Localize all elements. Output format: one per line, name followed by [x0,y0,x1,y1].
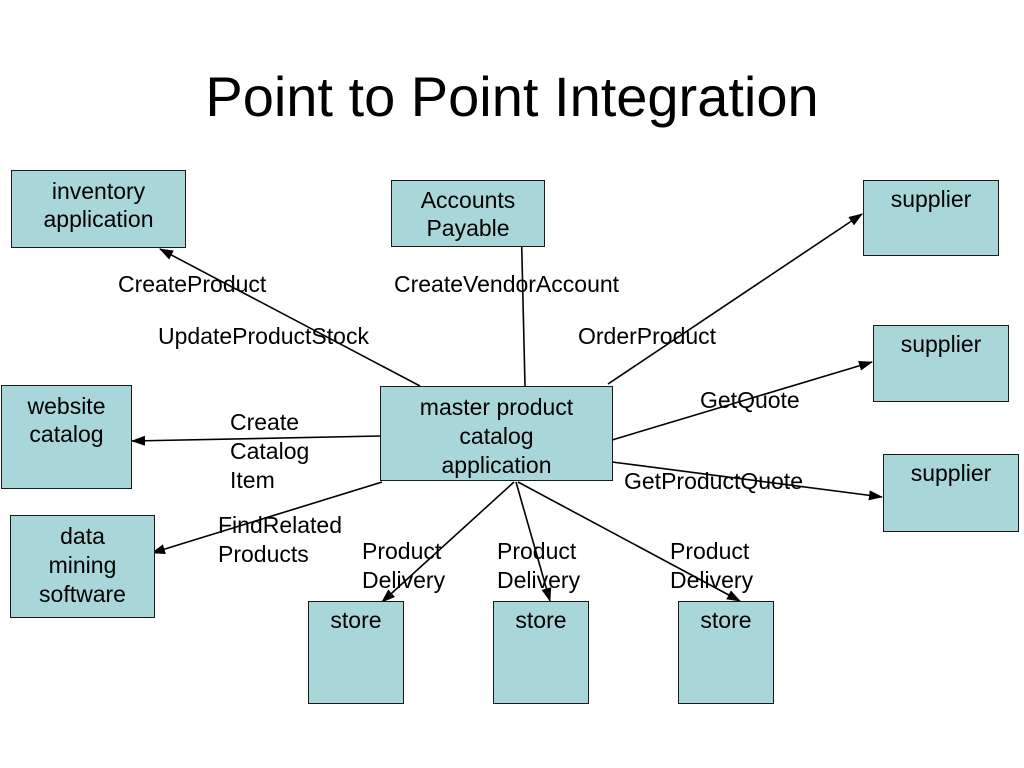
node-label: website catalog [27,393,106,447]
page-title: Point to Point Integration [205,65,819,128]
node-website-catalog: website catalog [1,385,132,489]
arrow-to-website [131,435,381,446]
node-store-1: store [308,601,404,704]
label-get-quote: GetQuote [700,387,800,413]
node-inventory-application: inventory application [11,170,186,248]
label-order-product: OrderProduct [578,323,717,349]
arrow-to-store-2 [515,481,552,602]
label-create-catalog-item: Create Catalog Item [230,409,310,493]
label-create-product: CreateProduct [118,271,267,297]
label-find-related-products: FindRelated Products [218,512,343,567]
arrow-to-supplier-1 [607,213,863,385]
node-accounts-payable: Accounts Payable [391,180,545,247]
label-update-product-stock: UpdateProductStock [158,323,369,349]
node-supplier-1: supplier [863,180,999,256]
node-store-2: store [493,601,589,704]
arrow-to-inventory [159,248,421,387]
node-data-mining-software: data mining software [10,515,155,618]
node-label: Accounts Payable [420,187,516,241]
node-master-product-catalog: master product catalog application [380,386,613,481]
node-label: supplier [910,460,992,486]
arrow-to-supplier-2 [611,360,873,441]
arrow-to-datamining [151,481,383,554]
node-label: data mining software [39,523,126,607]
label-product-delivery-1: Product Delivery [362,538,446,593]
node-label: store [330,607,382,633]
label-create-vendor-account: CreateVendorAccount [394,271,620,297]
node-supplier-2: supplier [873,325,1009,402]
node-label: store [700,607,752,633]
node-label: store [515,607,567,633]
arrow-to-supplier-3 [611,461,883,501]
node-supplier-3: supplier [883,454,1019,532]
node-label: master product catalog application [419,394,574,478]
node-label: supplier [900,331,982,357]
node-label: supplier [890,186,972,212]
node-store-3: store [678,601,774,704]
label-product-delivery-2: Product Delivery [497,538,581,593]
node-label: inventory application [43,178,154,232]
label-product-delivery-3: Product Delivery [670,538,754,593]
arrow-to-store-3 [517,481,741,602]
label-get-product-quote: GetProductQuote [624,468,803,494]
arrow-to-store-1 [381,481,515,603]
